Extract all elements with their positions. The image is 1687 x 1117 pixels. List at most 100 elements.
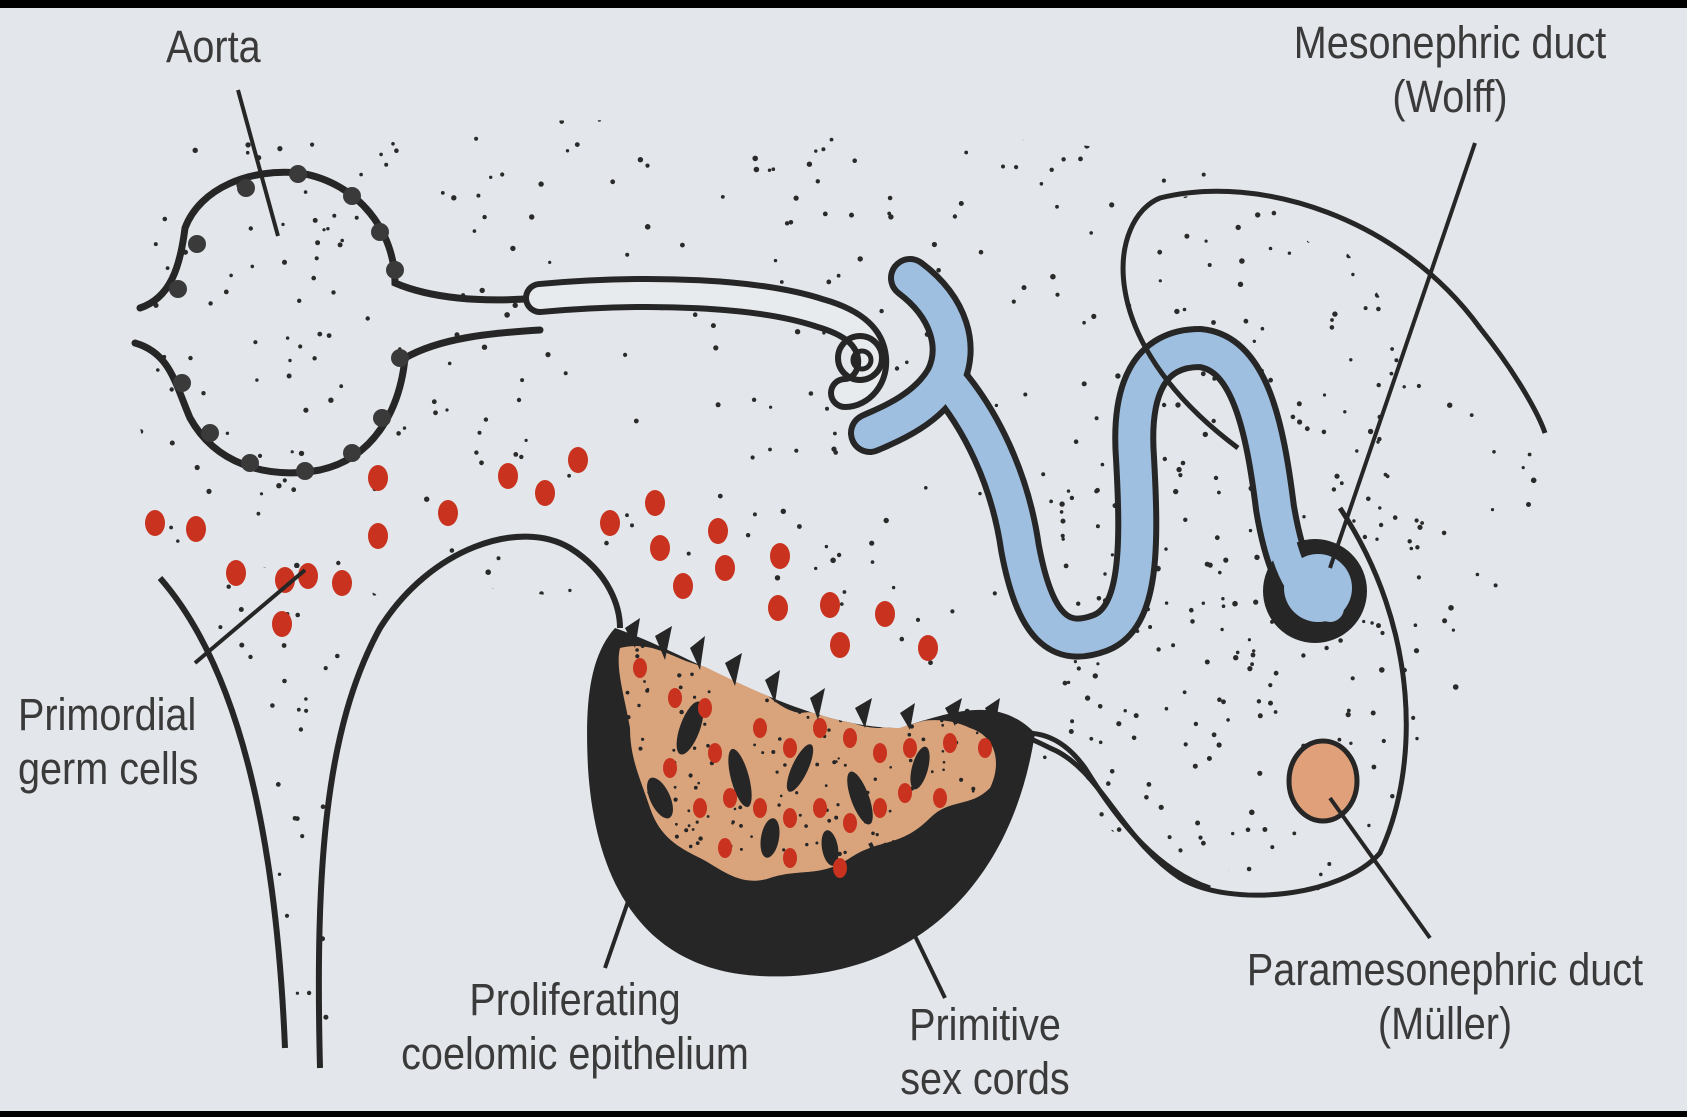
stipple-dot (1432, 353, 1437, 358)
germ-cell (673, 573, 693, 599)
stipple-dot (1442, 345, 1447, 350)
stipple-dot (1435, 541, 1439, 545)
stipple-dot (619, 822, 623, 826)
stipple-dot (768, 169, 771, 172)
stipple-dot (394, 148, 399, 153)
stipple-dot (694, 786, 698, 790)
stipple-dot (823, 708, 827, 712)
stipple-dot (1217, 742, 1222, 747)
stipple-dot (931, 770, 934, 773)
stipple-dot (1190, 619, 1195, 624)
stipple-dot (1040, 182, 1044, 186)
stipple-dot (611, 649, 615, 653)
stipple-dot (1322, 430, 1327, 435)
germ-cell (715, 555, 735, 581)
stipple-dot (876, 833, 879, 836)
stipple-dot (1495, 284, 1500, 289)
stipple-dot (641, 802, 645, 806)
stipple-dot (1456, 872, 1460, 876)
stipple-dot (1403, 385, 1406, 388)
stipple-dot (497, 556, 501, 560)
stipple-dot (709, 871, 712, 874)
stipple-dot (326, 227, 329, 230)
stipple-dot (718, 494, 723, 499)
stipple-dot (1184, 234, 1189, 239)
germ-cell (918, 635, 938, 661)
stipple-dot (1417, 384, 1421, 388)
stipple-dot (678, 649, 682, 653)
stipple-dot (1012, 300, 1016, 304)
stipple-dot (349, 810, 353, 814)
stipple-dot (132, 259, 137, 264)
stipple-dot (1461, 744, 1466, 749)
stipple-dot (1261, 327, 1265, 331)
stipple-dot (511, 709, 516, 714)
stipple-dot (852, 880, 856, 884)
stipple-dot (1385, 905, 1388, 908)
stipple-dot (574, 758, 580, 764)
stipple-dot (1503, 811, 1507, 815)
stipple-dot (500, 800, 505, 805)
stipple-dot (195, 465, 200, 470)
stipple-dot (206, 489, 211, 494)
stipple-dot (1217, 491, 1221, 495)
stipple-dot (209, 993, 214, 998)
stipple-dot (806, 873, 809, 876)
stipple-dot (193, 148, 198, 153)
stipple-dot (263, 999, 267, 1003)
stipple-dot (781, 509, 786, 514)
stipple-dot (1414, 648, 1419, 653)
stipple-dot (1274, 710, 1278, 714)
stipple-dot (1458, 268, 1463, 273)
stipple-dot (1099, 812, 1103, 816)
stipple-dot (1077, 666, 1081, 670)
stipple-dot (1115, 373, 1120, 378)
stipple-dot (1499, 734, 1504, 739)
stipple-dot (304, 709, 308, 713)
stipple-dot (517, 398, 521, 402)
stipple-dot (782, 848, 785, 851)
stipple-dot (1165, 601, 1168, 604)
stipple-dot (1059, 375, 1063, 379)
stipple-dot (1386, 474, 1390, 478)
stipple-dot (154, 242, 158, 246)
stipple-dot (538, 110, 542, 114)
stipple-dot (181, 672, 185, 676)
stipple-dot (1376, 307, 1381, 312)
stipple-dot (1157, 250, 1162, 255)
stipple-dot (369, 733, 374, 738)
stipple-dot (1212, 732, 1217, 737)
stipple-dot (138, 602, 142, 606)
germ-cell-in-cord (978, 738, 992, 758)
germ-cell-in-cord (723, 788, 737, 808)
stipple-dot (1530, 337, 1534, 341)
stipple-dot (1106, 781, 1111, 786)
stipple-dot (1022, 137, 1025, 140)
stipple-dot (1222, 604, 1226, 608)
stipple-dot (852, 158, 857, 163)
stipple-dot (1362, 803, 1367, 808)
stipple-dot (635, 654, 639, 658)
stipple-dot (871, 560, 875, 564)
stipple-dot (1074, 660, 1077, 663)
aorta-vessel-lower (135, 330, 540, 473)
stipple-dot (248, 655, 252, 659)
germ-cell (186, 516, 206, 542)
stipple-dot (1117, 827, 1122, 832)
stipple-dot (1417, 525, 1422, 530)
stipple-dot (566, 149, 569, 152)
stipple-dot (1272, 202, 1276, 206)
stipple-dot (797, 524, 802, 529)
stipple-dot (789, 220, 794, 225)
stipple-dot (282, 643, 287, 648)
stipple-dot (778, 737, 782, 741)
germ-cell (875, 601, 895, 627)
stipple-dot (688, 824, 691, 827)
stipple-dot (1221, 597, 1224, 600)
stipple-dot (801, 698, 804, 701)
stipple-dot (1363, 795, 1367, 799)
stipple-dot (1415, 545, 1419, 549)
stipple-dot (637, 704, 640, 707)
stipple-dot (1522, 466, 1525, 469)
stipple-dot (199, 664, 202, 667)
